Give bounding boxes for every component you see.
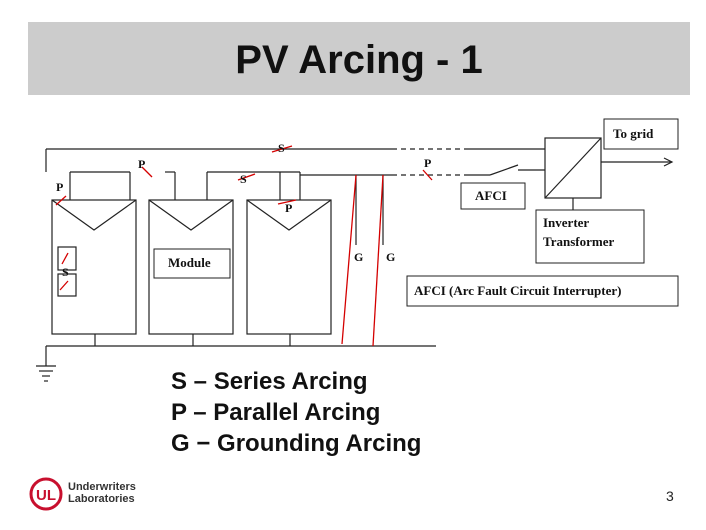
pv-module-1 xyxy=(51,199,137,335)
ul-logo: UL Underwriters Laboratories xyxy=(28,476,138,516)
afci-switch xyxy=(489,164,519,176)
ground-arc-left xyxy=(341,174,357,345)
module-label-box xyxy=(153,248,231,279)
arc-marker-s-mid: S xyxy=(240,172,247,186)
afci-definition-box xyxy=(406,275,679,307)
to-grid-box xyxy=(603,118,679,150)
pv-module-3 xyxy=(246,199,332,335)
to-grid-label: To grid xyxy=(613,126,654,141)
ul-logo-mark: UL xyxy=(29,477,63,511)
arc-marker-p-module3: P xyxy=(285,201,292,215)
legend-grounding: G − Grounding Arcing xyxy=(171,430,422,457)
arcing-legend: S – Series Arcing P – Parallel Arcing G … xyxy=(171,366,421,459)
ground-arc-right xyxy=(372,174,384,347)
afci-definition-label: AFCI (Arc Fault Circuit Interrupter) xyxy=(414,283,621,298)
afci-label: AFCI xyxy=(475,188,507,203)
arc-marker-g-right: G xyxy=(386,250,395,264)
ul-logo-text: Underwriters Laboratories xyxy=(68,481,136,505)
slide-title: PV Arcing - 1 xyxy=(235,38,483,82)
arc-marker-g-left: G xyxy=(354,250,363,264)
page-number: 3 xyxy=(666,488,674,504)
legend-series: S – Series Arcing xyxy=(171,368,368,395)
module-label: Module xyxy=(168,255,211,270)
arc-marker-s-module: S xyxy=(62,265,69,279)
module-cell-upper xyxy=(57,246,77,271)
inverter-label-box xyxy=(535,209,645,264)
inverter-label-line1: Inverter xyxy=(543,215,589,230)
afci-box xyxy=(460,182,526,210)
arc-marker-p-upper: P xyxy=(138,157,145,171)
legend-parallel: P – Parallel Arcing xyxy=(171,399,381,426)
arc-marker-p-right: P xyxy=(424,156,431,170)
inverter-label-line2: Transformer xyxy=(543,234,614,249)
module-cell-lower xyxy=(57,273,77,297)
pv-module-2 xyxy=(148,199,234,335)
arc-marker-p-left: P xyxy=(56,180,63,194)
arc-marker-s-top: S xyxy=(278,141,285,155)
svg-text:UL: UL xyxy=(36,487,56,504)
title-bar: PV Arcing - 1 xyxy=(28,22,690,95)
